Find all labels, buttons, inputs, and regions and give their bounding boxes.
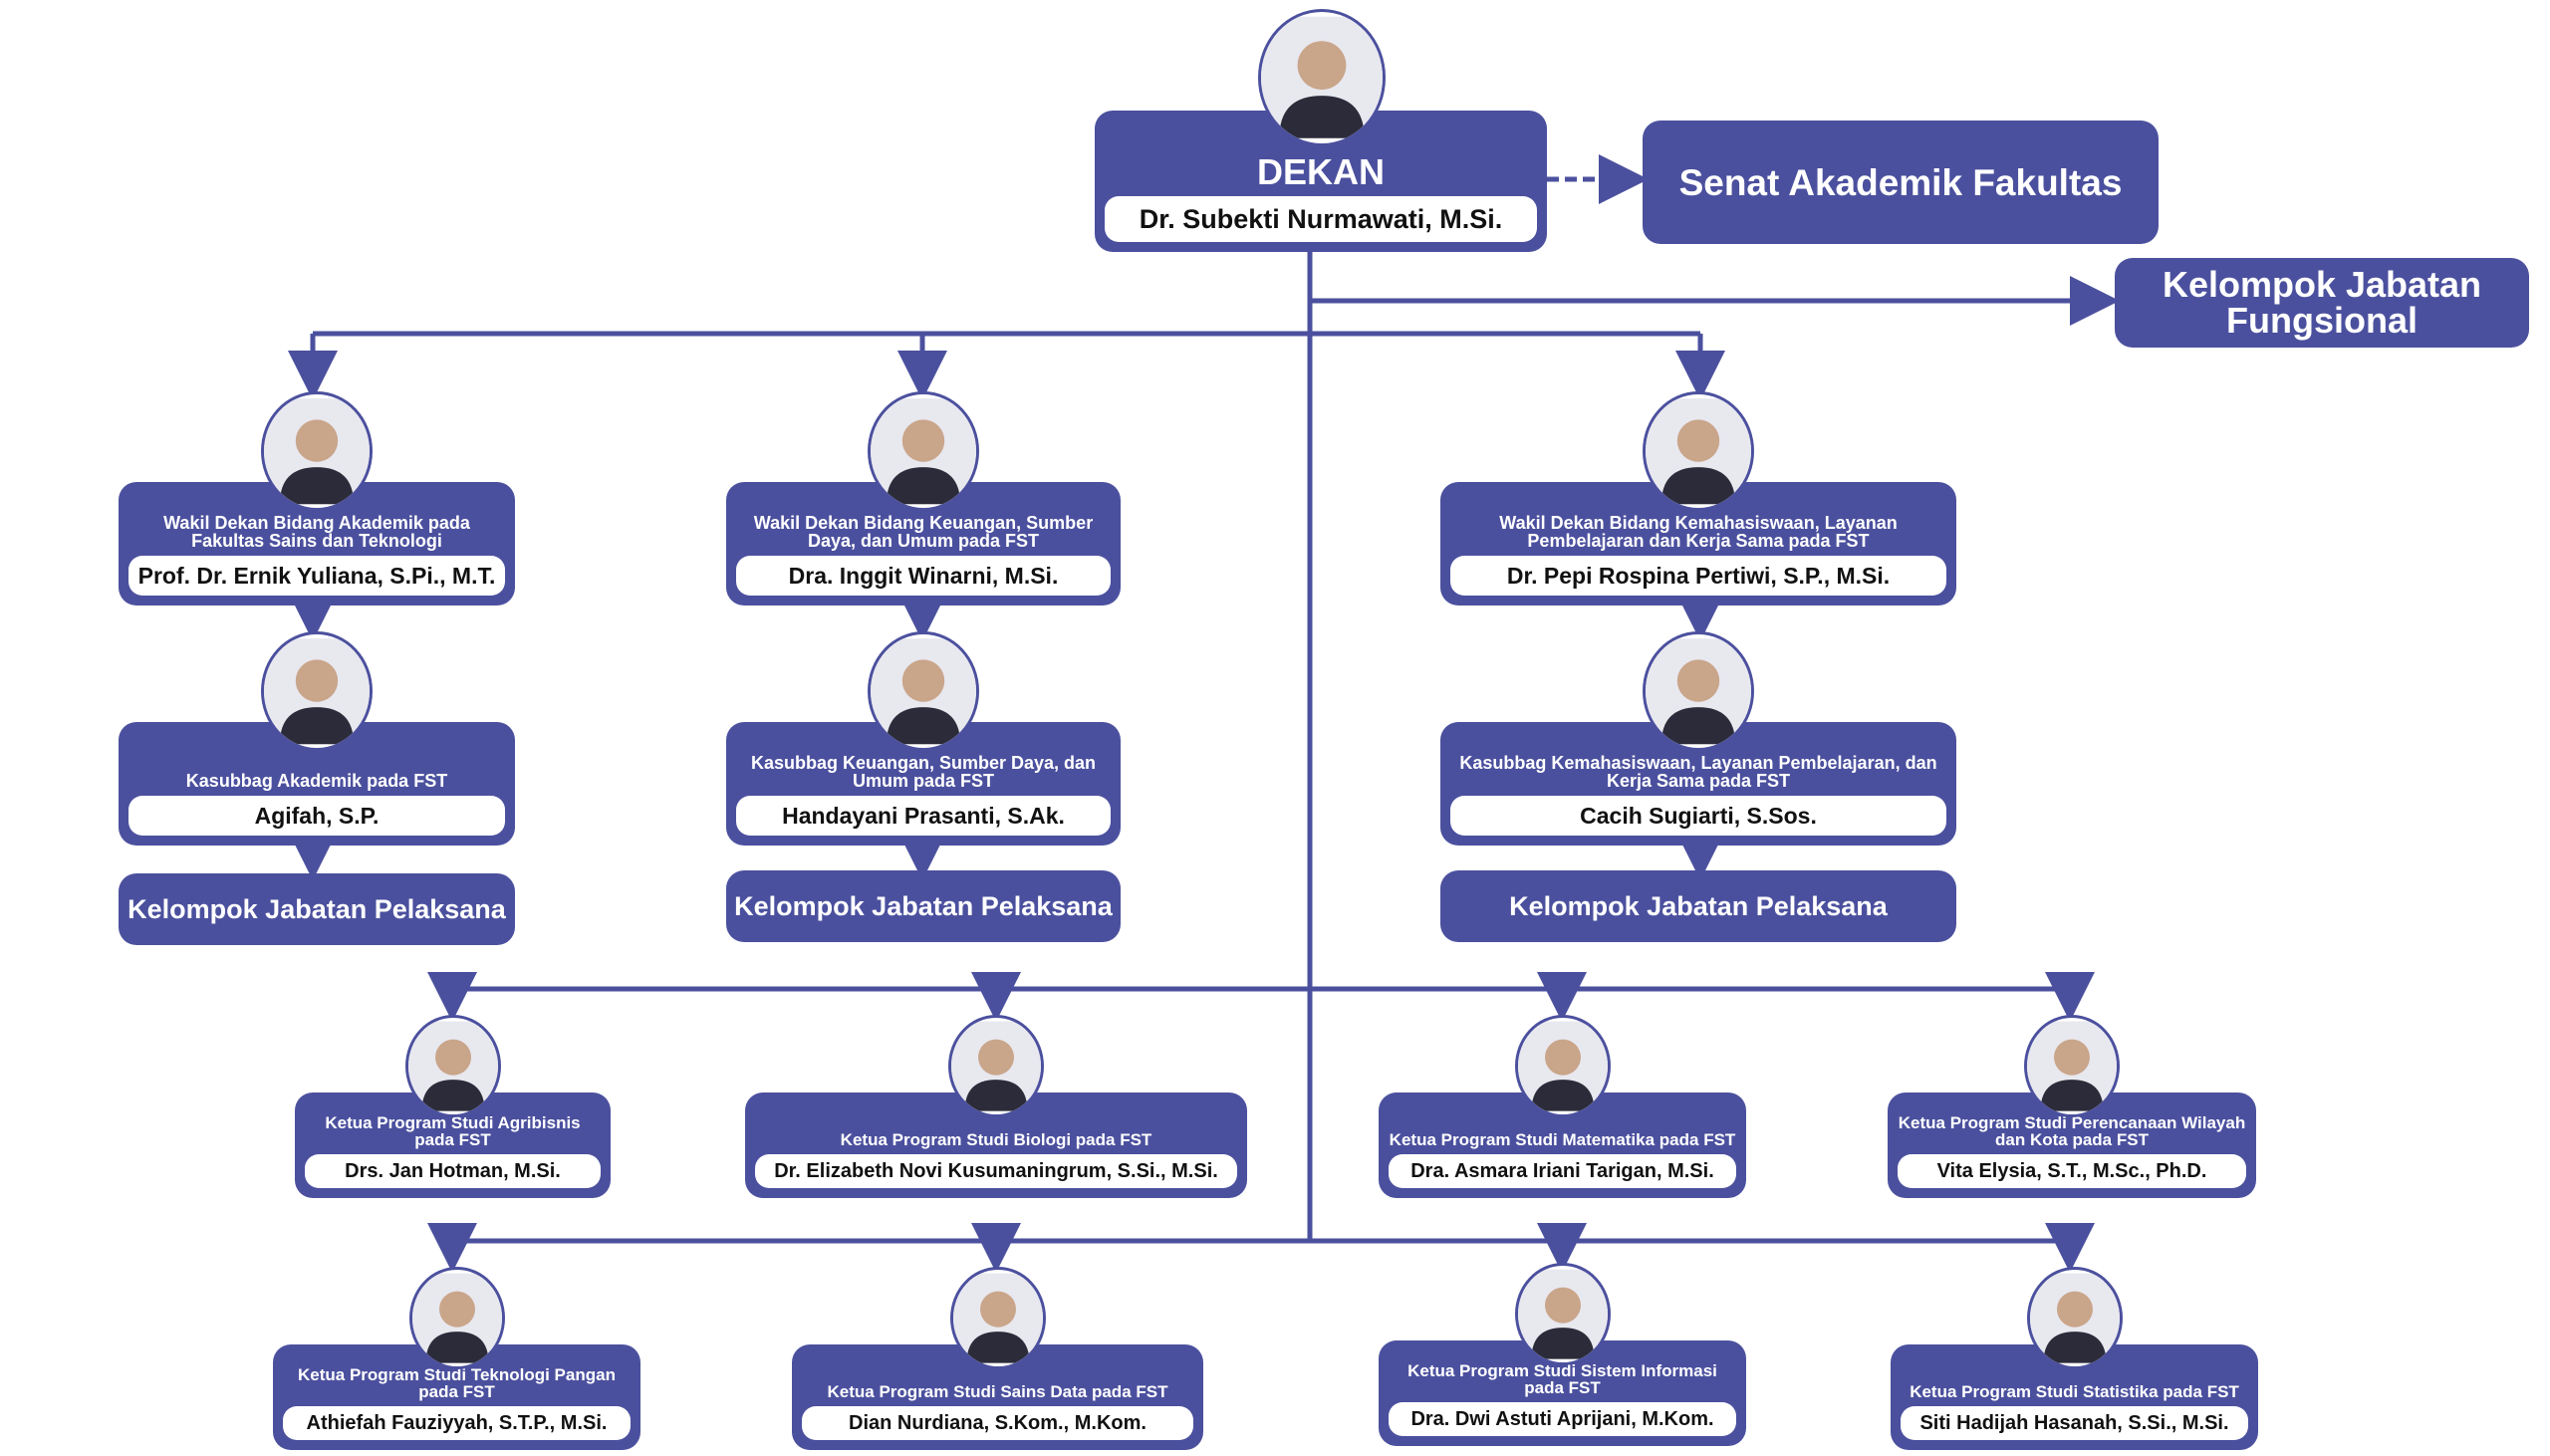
card-name: Prof. Dr. Ernik Yuliana, S.Pi., M.T.	[128, 556, 505, 596]
person-avatar-icon	[411, 1273, 502, 1363]
card-title: Ketua Program Studi Sistem Informasi pad…	[1407, 1361, 1717, 1397]
person-photo	[1643, 631, 1754, 752]
card-name: Dr. Subekti Nurmawati, M.Si.	[1105, 196, 1537, 242]
senat-box[interactable]: Senat Akademik Fakultas	[1643, 121, 2159, 244]
person-avatar-icon	[952, 1273, 1043, 1363]
card-name: Dr. Pepi Rospina Pertiwi, S.P., M.Si.	[1450, 556, 1946, 596]
kelompok-pelaksana-box[interactable]: Kelompok Jabatan Pelaksana	[119, 873, 515, 945]
person-avatar-icon	[1517, 1269, 1608, 1359]
person-avatar-icon	[264, 398, 370, 505]
card-title: Ketua Program Studi Teknologi Pangan pad…	[298, 1365, 616, 1401]
card-name: Vita Elysia, S.T., M.Sc., Ph.D.	[1898, 1154, 2246, 1188]
person-photo	[261, 631, 373, 752]
card-title: Ketua Program Studi Statistika pada FST	[1910, 1382, 2239, 1401]
person-photo	[1258, 9, 1386, 146]
card-title: DEKAN	[1256, 151, 1385, 192]
card-title: Ketua Program Studi Agribisnis pada FST	[325, 1113, 581, 1149]
card-name: Handayani Prasanti, S.Ak.	[736, 796, 1111, 836]
person-photo	[868, 631, 979, 752]
card-name: Dra. Inggit Winarni, M.Si.	[736, 556, 1111, 596]
card-name: Drs. Jan Hotman, M.Si.	[305, 1154, 601, 1188]
card-title: Wakil Dekan Bidang Keuangan, Sumber Daya…	[753, 513, 1094, 551]
card-title: Wakil Dekan Bidang Kemahasiswaan, Layana…	[1499, 513, 1898, 551]
ketua-prodi-card[interactable]: Ketua Program Studi Matematika pada FST D…	[1379, 1092, 1746, 1198]
card-name: Agifah, S.P.	[128, 796, 505, 836]
person-photo	[2024, 1015, 2120, 1118]
person-photo	[949, 1267, 1046, 1370]
kasubbag-card[interactable]: Kasubbag Kemahasiswaan, Layanan Pembelaj…	[1440, 722, 1956, 846]
person-photo	[408, 1267, 505, 1370]
kelompok-pelaksana-box[interactable]: Kelompok Jabatan Pelaksana	[1440, 870, 1956, 942]
person-avatar-icon	[2027, 1021, 2117, 1111]
person-avatar-icon	[407, 1021, 498, 1111]
person-photo	[404, 1015, 501, 1118]
card-title: Ketua Program Studi Perencanaan Wilayah …	[1898, 1113, 2246, 1149]
person-photo	[1643, 391, 1754, 512]
card-title: Ketua Program Studi Matematika pada FST	[1389, 1130, 1736, 1149]
person-avatar-icon	[2029, 1273, 2120, 1363]
person-avatar-icon	[1517, 1021, 1608, 1111]
kelompok-fungsional-box[interactable]: Kelompok Jabatan Fungsional	[2115, 258, 2529, 348]
person-avatar-icon	[871, 638, 976, 745]
person-avatar-icon	[951, 1021, 1041, 1111]
card-title: Kasubbag Kemahasiswaan, Layanan Pembelaj…	[1459, 753, 1937, 791]
card-name: Athiefah Fauziyyah, S.T.P., M.Si.	[283, 1406, 631, 1440]
person-photo	[1514, 1015, 1611, 1118]
person-avatar-icon	[871, 398, 976, 505]
card-name: Dra. Asmara Iriani Tarigan, M.Si.	[1389, 1154, 1736, 1188]
person-avatar-icon	[1646, 638, 1751, 745]
person-avatar-icon	[1261, 16, 1383, 138]
card-title: Ketua Program Studi Sains Data pada FST	[827, 1382, 1168, 1401]
person-photo	[868, 391, 979, 512]
wakil-dekan-card[interactable]: Wakil Dekan Bidang Kemahasiswaan, Layana…	[1440, 482, 1956, 606]
person-photo	[261, 391, 373, 512]
card-title: Wakil Dekan Bidang Akademik pada Fakulta…	[163, 513, 470, 551]
card-name: Dian Nurdiana, S.Kom., M.Kom.	[802, 1406, 1193, 1440]
person-avatar-icon	[264, 638, 370, 745]
person-photo	[1514, 1263, 1611, 1366]
kelompok-pelaksana-box[interactable]: Kelompok Jabatan Pelaksana	[726, 870, 1121, 942]
card-name: Dr. Elizabeth Novi Kusumaningrum, S.Si.,…	[755, 1154, 1237, 1188]
person-photo	[948, 1015, 1044, 1118]
person-avatar-icon	[1646, 398, 1751, 505]
card-title: Ketua Program Studi Biologi pada FST	[840, 1130, 1152, 1149]
card-title: Kasubbag Akademik pada FST	[185, 771, 448, 791]
card-name: Cacih Sugiarti, S.Sos.	[1450, 796, 1946, 836]
card-name: Siti Hadijah Hasanah, S.Si., M.Si.	[1901, 1406, 2248, 1440]
person-photo	[2026, 1267, 2123, 1370]
card-title: Kasubbag Keuangan, Sumber Daya, dan Umum…	[750, 753, 1097, 791]
wakil-dekan-card[interactable]: Wakil Dekan Bidang Keuangan, Sumber Daya…	[726, 482, 1121, 606]
card-name: Dra. Dwi Astuti Aprijani, M.Kom.	[1389, 1402, 1736, 1436]
